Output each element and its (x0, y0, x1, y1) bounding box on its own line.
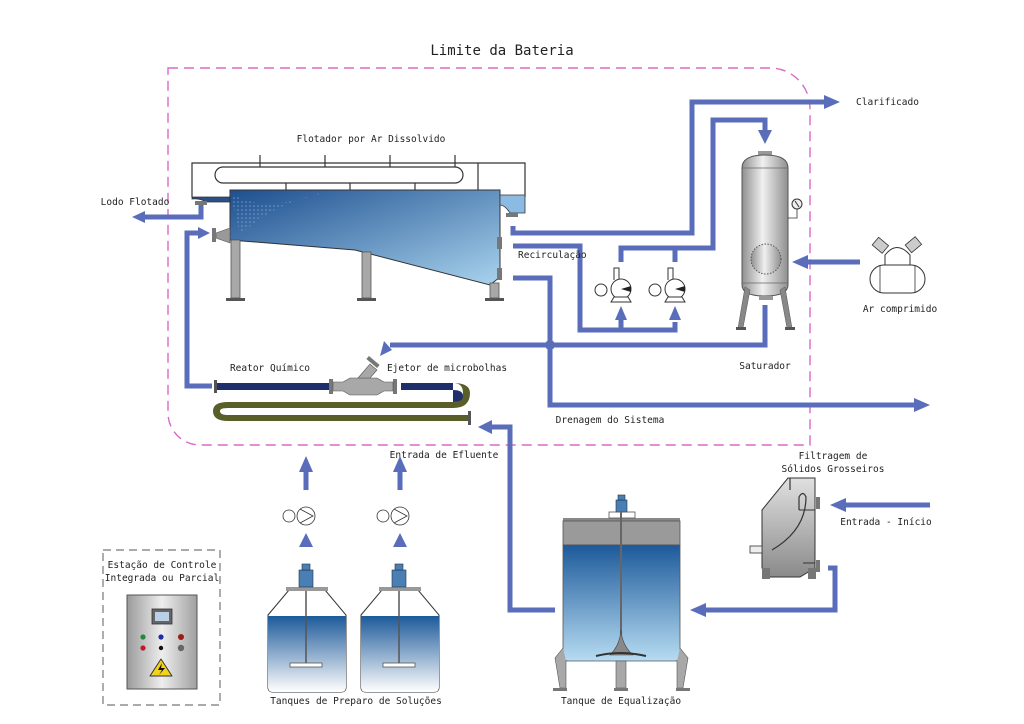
prep-tank-1[interactable] (267, 563, 347, 693)
button-black[interactable] (158, 645, 164, 651)
indicator-light-blue (158, 634, 164, 640)
saturator-label: Saturador (739, 361, 791, 372)
saturator-feed-pipe (618, 117, 768, 262)
ejector-arrow-icon (380, 341, 392, 356)
compressed-air-label: Ar comprimido (863, 304, 938, 315)
dosing-line-1 (299, 456, 313, 547)
microbubble-ejector[interactable] (329, 355, 397, 396)
main-inlet-label: Entrada - Início (840, 517, 932, 528)
recirculation-pump-2[interactable] (648, 267, 686, 303)
recirculation-label: Recirculação (518, 250, 587, 261)
button-red[interactable] (140, 645, 146, 651)
sludge-pipe (140, 205, 204, 220)
control-panel[interactable] (126, 594, 198, 690)
clarified-pipe (510, 99, 825, 236)
effluent-inlet-pipe (490, 424, 555, 613)
drain-arrow-icon (914, 398, 930, 412)
clarified-arrow-icon (824, 95, 840, 109)
recirculation-pump-1[interactable] (594, 267, 632, 303)
prep-tanks-label: Tanques de Preparo de Soluções (270, 696, 442, 707)
button-gray[interactable] (177, 644, 185, 652)
coarse-solids-screen[interactable] (749, 477, 820, 579)
flotator-label: Flotador por Ar Dissolvido (297, 134, 446, 145)
saturator-to-ejector-pipe (390, 305, 768, 348)
reactor-to-flotator-pipe (184, 230, 212, 389)
sludge-arrow-icon (132, 211, 145, 223)
dosing-pump-2[interactable] (376, 506, 410, 526)
control-station-label-line2: Integrada ou Parcial (105, 573, 219, 584)
equalization-tank[interactable] (553, 494, 690, 691)
effluent-inlet-label: Entrada de Efluente (390, 450, 499, 461)
dosing-pump-1[interactable] (282, 506, 316, 526)
equalization-inlet-arrow-icon (690, 603, 706, 617)
pump2-arrow-icon (669, 306, 681, 320)
clarified-label: Clarificado (856, 97, 919, 108)
pump1-arrow-icon (615, 306, 627, 320)
chemical-reactor[interactable] (213, 380, 471, 425)
drain-pipe (513, 275, 915, 408)
air-compressor[interactable] (869, 236, 926, 294)
effluent-inlet-arrow-icon (478, 420, 492, 434)
saturator-vessel[interactable] (736, 151, 803, 330)
ejector-label: Ejetor de microbolhas (387, 363, 507, 374)
prep-tank-2[interactable] (360, 563, 440, 693)
compressed-air-arrow-icon (792, 255, 808, 269)
dosing-line-2 (393, 456, 407, 547)
indicator-light-red (178, 634, 184, 640)
screening-label-line2: Sólidos Grosseiros (782, 464, 885, 475)
screening-label-line1: Filtragem de (799, 451, 868, 462)
pipe-junction (545, 340, 555, 350)
chemical-reactor-label: Reator Químico (230, 363, 310, 374)
saturator-feed-arrow-icon (758, 130, 772, 144)
indicator-light-green (140, 634, 146, 640)
battery-limit-title: Limite da Bateria (430, 43, 573, 59)
recirculation-pipe (513, 243, 678, 333)
drain-label: Drenagem do Sistema (556, 415, 665, 426)
flotator-inlet-arrow-icon (198, 227, 210, 239)
control-station-label-line1: Estação de Controle (108, 560, 217, 571)
sludge-label: Lodo Flotado (101, 197, 170, 208)
main-inlet-arrow-icon (830, 498, 846, 512)
equalization-tank-label: Tanque de Equalização (561, 696, 681, 707)
control-station-boundary (102, 549, 221, 706)
flotator-unit[interactable] (191, 155, 526, 301)
screening-to-equalization-pipe (705, 565, 838, 613)
battery-limit-boundary (167, 67, 811, 446)
